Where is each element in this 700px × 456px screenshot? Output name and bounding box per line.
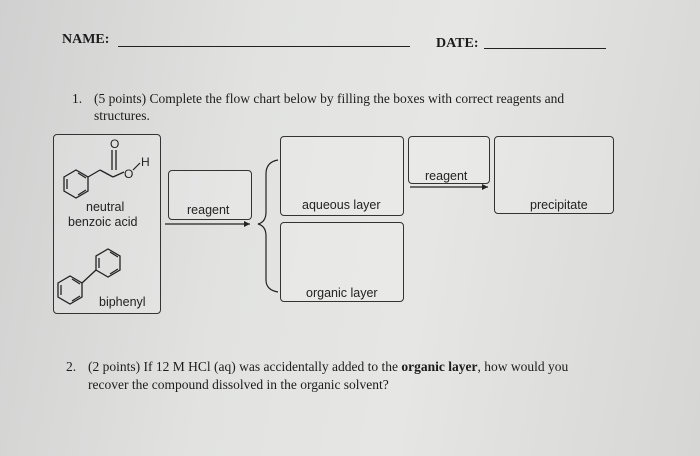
benzoic-acid-label: benzoic acid <box>68 215 138 229</box>
question-1-text-line-2: structures. <box>94 108 150 123</box>
biphenyl-label: biphenyl <box>99 295 146 309</box>
benzoic-hydrogen: H <box>141 155 150 169</box>
question-1-text-line-1: (5 points) Complete the flow chart below… <box>94 91 565 106</box>
question-2-text-b: , how would you <box>477 359 569 374</box>
reagent-2-label: reagent <box>425 169 468 183</box>
date-label: DATE: <box>436 36 479 51</box>
question-2-text-line-2: recover the compound dissolved in the or… <box>88 377 389 392</box>
question-2-number: 2. <box>66 359 77 374</box>
benzoic-oxygen-side: O <box>124 167 133 181</box>
reagent-1-label: reagent <box>187 203 230 217</box>
aqueous-layer-label: aqueous layer <box>302 198 381 212</box>
name-blank-line[interactable] <box>118 46 410 47</box>
question-2-text-a: (2 points) If 12 M HCl (aq) was accident… <box>88 359 402 374</box>
question-1-number: 1. <box>72 91 83 106</box>
question-2-organic-layer-bold: organic layer <box>401 359 478 374</box>
precipitate-box[interactable] <box>494 136 614 214</box>
organic-layer-label: organic layer <box>306 286 378 300</box>
reagent-box-1[interactable] <box>168 170 252 220</box>
benzoic-oxygen-top: O <box>110 137 119 151</box>
reagent-box-2[interactable] <box>408 136 490 184</box>
aqueous-layer-box[interactable] <box>280 136 404 216</box>
question-2-text-line-1: (2 points) If 12 M HCl (aq) was accident… <box>88 358 568 375</box>
precipitate-label: precipitate <box>530 198 588 212</box>
name-label: NAME: <box>62 32 110 47</box>
neutral-label: neutral <box>86 200 125 214</box>
organic-layer-box[interactable] <box>280 222 404 302</box>
starting-mixture-box <box>53 134 161 314</box>
date-blank-line[interactable] <box>484 48 606 49</box>
